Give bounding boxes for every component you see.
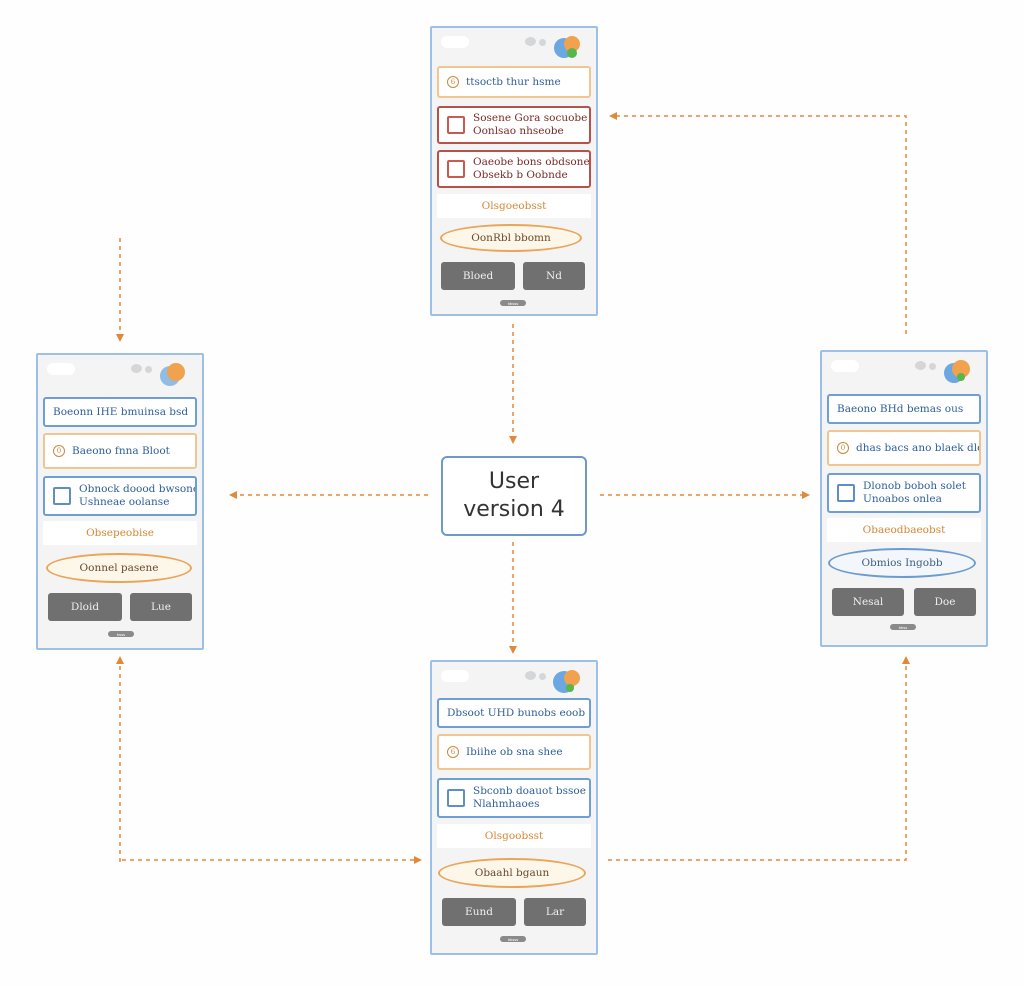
status-dot — [539, 39, 546, 46]
left-action-button[interactable]: Bloed — [441, 262, 515, 290]
arrow-right-to-top — [609, 112, 907, 334]
list-row[interactable]: Boeonn IHE bmuinsa bsd — [43, 397, 197, 427]
list-row[interactable]: 6 ttsoctb thur hsme — [437, 66, 591, 98]
row-label: Sosene Gora socuobe — [473, 112, 588, 124]
checkbox-icon[interactable] — [53, 487, 71, 505]
row-sublabel: Ushneae oolanse — [79, 496, 170, 508]
primary-pill-button[interactable]: OonRbl bbomn — [440, 224, 582, 252]
avatar-icon — [553, 670, 580, 693]
list-row[interactable]: 0 dhas bacs ano blaek dloon — [827, 430, 981, 466]
status-pill — [441, 670, 469, 682]
right-action-button[interactable]: Lar — [524, 898, 586, 926]
checkbox-icon[interactable] — [447, 160, 465, 178]
number-icon: 6 — [447, 746, 459, 758]
row-label: ttsoctb thur hsme — [466, 76, 561, 88]
section-heading: Olsgoeobsst — [437, 194, 591, 218]
center-node-line2: version 4 — [463, 497, 565, 522]
row-sublabel: Nlahmhaoes — [473, 798, 540, 810]
arrow-bottom-to-right — [608, 656, 910, 861]
row-label: Obnock doood bwsone — [79, 483, 197, 495]
primary-pill-button[interactable]: Obaahl bgaun — [438, 858, 586, 888]
phone-mockup-bottom: Dbsoot UHD bunobs eoob 6 Ibiihe ob sna s… — [430, 660, 598, 955]
checkbox-icon[interactable] — [837, 484, 855, 502]
row-sublabel: Oonlsao nhseobe — [473, 125, 564, 137]
left-action-button[interactable]: Eund — [442, 898, 516, 926]
row-label: Sbconb doauot bssoe — [473, 785, 586, 797]
home-indicator: bsss — [108, 631, 134, 637]
number-icon: 6 — [447, 76, 459, 88]
left-action-button[interactable]: Nesal — [832, 588, 904, 616]
primary-pill-button[interactable]: Oonnel pasene — [46, 553, 192, 583]
status-dot — [525, 671, 536, 680]
status-pill — [831, 360, 859, 372]
row-label: Boeonn IHE bmuinsa bsd — [53, 406, 189, 418]
home-indicator: bbss — [890, 624, 916, 630]
list-row[interactable]: 0 Baeono fnna Bloot — [43, 433, 197, 469]
status-dot — [915, 361, 926, 370]
row-label: Ibiihe ob sna shee — [466, 746, 563, 758]
section-heading: Obsepeobise — [43, 521, 197, 545]
right-action-button[interactable]: Nd — [523, 262, 585, 290]
section-heading: Olsgoobsst — [437, 824, 591, 848]
row-sublabel: Obsekb b Oobnde — [473, 169, 568, 181]
home-indicator: bbsss — [500, 300, 526, 306]
list-row[interactable]: Baeono BHd bemas ous — [827, 394, 981, 424]
status-dot — [539, 673, 546, 680]
checkbox-icon[interactable] — [447, 116, 465, 134]
list-row[interactable]: 6 Ibiihe ob sna shee — [437, 734, 591, 770]
status-dot — [929, 363, 936, 370]
phone-mockup-right: Baeono BHd bemas ous 0 dhas bacs ano bla… — [820, 350, 988, 647]
row-sublabel: Unoabos onlea — [863, 493, 942, 505]
status-dot — [145, 366, 152, 373]
right-action-button[interactable]: Lue — [130, 593, 192, 621]
left-action-button[interactable]: Dloid — [48, 593, 122, 621]
row-label: Dbsoot UHD bunobs eoob — [447, 707, 586, 719]
row-label: Dlonob boboh solet — [863, 480, 966, 492]
row-label: Oaeobe bons obdsone — [473, 156, 590, 168]
status-pill — [47, 363, 75, 375]
primary-pill-button[interactable]: Obmios Ingobb — [828, 548, 976, 578]
home-indicator: bbsss — [500, 936, 526, 942]
avatar-icon — [944, 360, 970, 383]
number-icon: 0 — [53, 445, 65, 457]
checkbox-icon[interactable] — [447, 789, 465, 807]
right-action-button[interactable]: Doe — [914, 588, 976, 616]
number-icon: 0 — [837, 442, 849, 454]
list-row[interactable]: Dbsoot UHD bunobs eoob — [437, 698, 591, 728]
row-label: Baeono BHd bemas ous — [837, 403, 964, 415]
phone-mockup-left: Boeonn IHE bmuinsa bsd 0 Baeono fnna Blo… — [36, 353, 204, 650]
center-node-line1: User — [488, 469, 540, 494]
avatar-icon — [160, 363, 185, 386]
row-label: Baeono fnna Bloot — [72, 445, 170, 457]
row-label: dhas bacs ano blaek dloon — [856, 442, 979, 454]
status-dot — [131, 364, 142, 373]
status-pill — [441, 36, 469, 48]
section-heading: Obaeodbaeobst — [827, 518, 981, 542]
status-dot — [525, 37, 536, 46]
avatar-icon — [554, 36, 580, 58]
center-node: User version 4 — [441, 456, 587, 536]
